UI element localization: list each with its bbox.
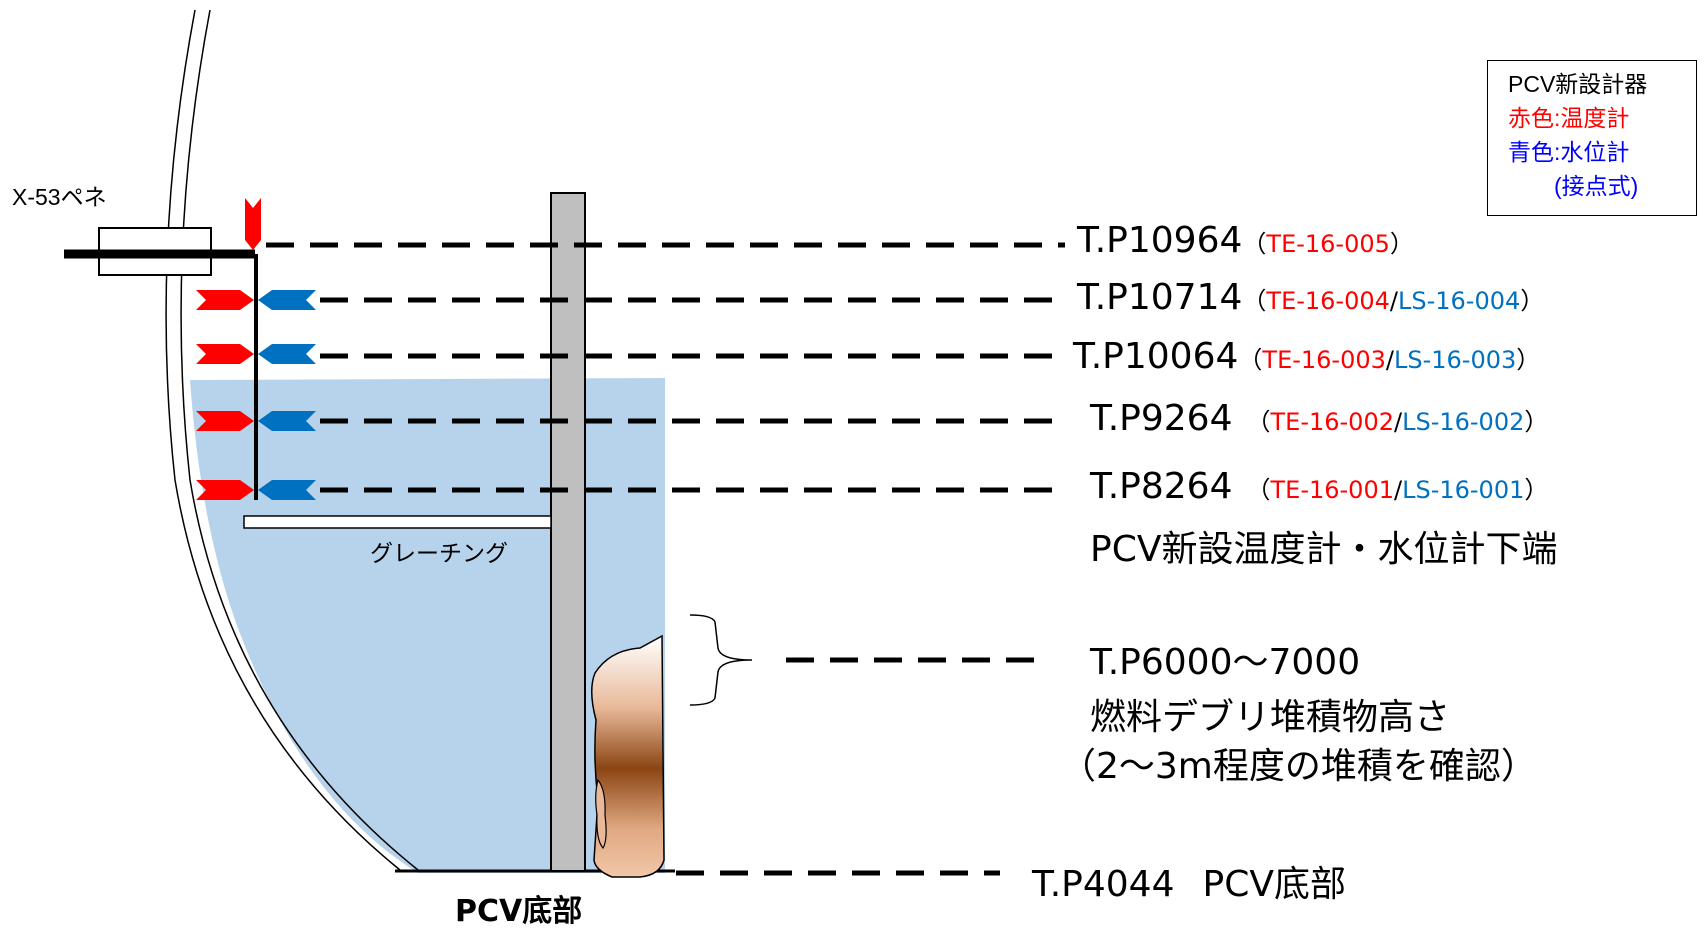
legend-water-level: 青色:水位計	[1508, 139, 1630, 165]
legend-title: PCV新設計器	[1508, 71, 1648, 97]
te-id: TE-16-004	[1266, 287, 1390, 315]
lower-end-label: PCV新設温度計・水位計下端	[1090, 529, 1558, 570]
vessel-wall-inner	[180, 9, 419, 871]
debris-pile	[591, 634, 665, 878]
level-lines	[266, 242, 1065, 876]
bottom-tp: T.P4044	[1032, 864, 1175, 905]
grating	[243, 515, 552, 529]
debris-height-label: 燃料デブリ堆積物高さ	[1090, 697, 1451, 738]
te-id: TE-16-005	[1266, 230, 1390, 258]
level-label-4: T.P9264（TE-16-002/LS-16-002）	[1090, 398, 1549, 439]
temperature-markers	[196, 290, 254, 500]
water-level-marker	[258, 480, 316, 500]
debris-tp-label: T.P6000～7000	[1090, 642, 1361, 683]
level-tp: T.P8264	[1090, 466, 1233, 507]
level-tp: T.P10714	[1077, 277, 1243, 318]
debris-fragment	[595, 778, 607, 850]
legend-note: (接点式)	[1554, 173, 1639, 199]
water-level-marker	[258, 344, 316, 364]
grating-label: グレーチング	[370, 541, 508, 567]
water-level-marker	[258, 411, 316, 431]
vertical-pipe	[550, 192, 586, 872]
pcv-bottom-bold-label: PCV底部	[455, 894, 583, 929]
level-tp: T.P10064	[1073, 336, 1239, 377]
level-label-3: T.P10064（TE-16-003/LS-16-003）	[1073, 336, 1541, 377]
ls-id: LS-16-002	[1402, 408, 1525, 436]
bottom-text: PCV底部	[1202, 864, 1346, 905]
ls-id: LS-16-003	[1394, 346, 1517, 374]
level-label-2: T.P10714（TE-16-004/LS-16-004）	[1077, 277, 1545, 318]
debris-bracket	[689, 614, 753, 706]
te-id: TE-16-002	[1270, 408, 1395, 436]
temperature-marker	[196, 344, 254, 364]
penetration-label: X-53ペネ	[12, 184, 107, 210]
legend-temperature: 赤色:温度計	[1508, 105, 1630, 131]
level-tp: T.P10964	[1077, 220, 1243, 261]
level-label-5: T.P8264（TE-16-001/LS-16-001）	[1090, 466, 1549, 507]
temperature-marker	[196, 290, 254, 310]
level-tp: T.P9264	[1090, 398, 1233, 439]
debris-note-label: （2～3m程度の堆積を確認）	[1060, 746, 1537, 787]
temperature-marker-top	[245, 198, 261, 250]
water-region	[190, 378, 665, 873]
ls-id: LS-16-001	[1402, 476, 1525, 504]
te-id: TE-16-001	[1270, 476, 1395, 504]
temperature-marker	[196, 411, 254, 431]
water-level-markers	[258, 290, 316, 500]
vessel-wall-outer	[165, 9, 401, 871]
ls-id: LS-16-004	[1398, 287, 1521, 315]
level-label-1: T.P10964（TE-16-005）	[1077, 220, 1414, 261]
water-level-marker	[258, 290, 316, 310]
legend-box: PCV新設計器 赤色:温度計 青色:水位計 (接点式)	[1487, 60, 1697, 216]
bottom-level-label: T.P4044 PCV底部	[1032, 855, 1346, 907]
te-id: TE-16-003	[1262, 346, 1386, 374]
temperature-marker	[196, 480, 254, 500]
